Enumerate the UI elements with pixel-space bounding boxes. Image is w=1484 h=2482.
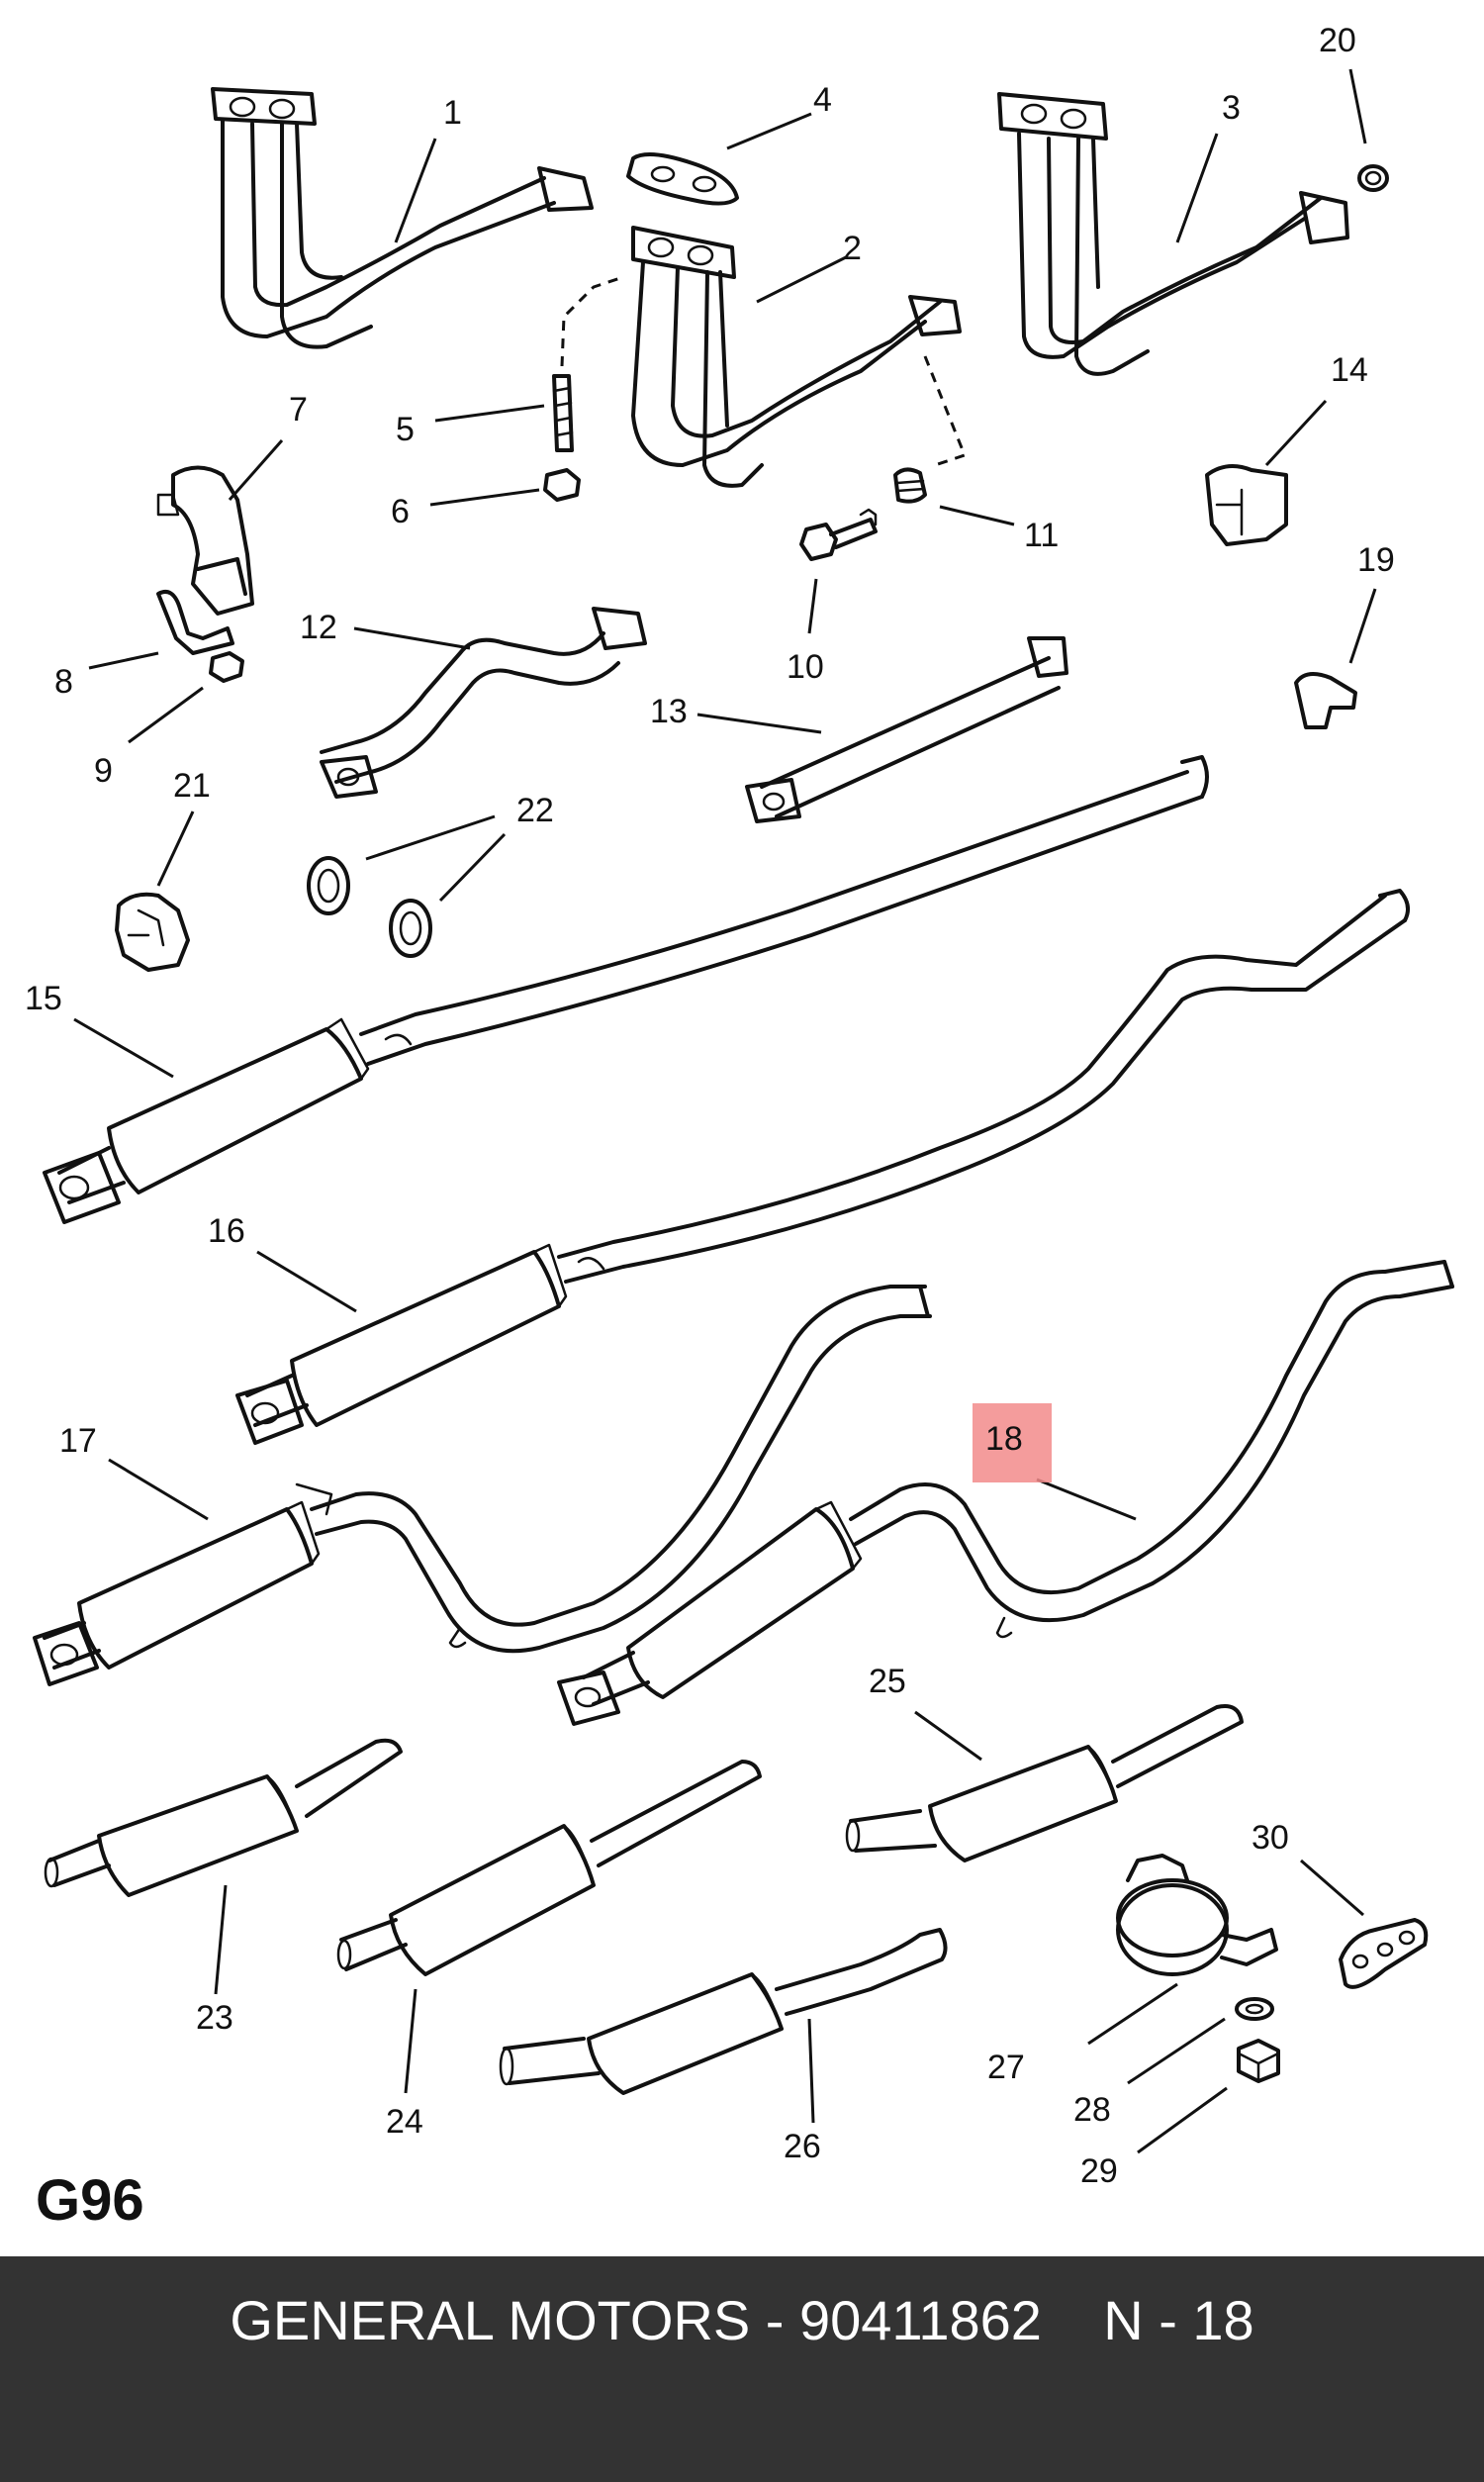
callout-5[interactable]: 5 xyxy=(396,411,415,448)
part-20-sealing-ring[interactable] xyxy=(1357,164,1389,192)
callout-28[interactable]: 28 xyxy=(1073,2091,1111,2129)
callout-3[interactable]: 3 xyxy=(1222,89,1241,127)
callout-4[interactable]: 4 xyxy=(813,81,832,119)
callout-18[interactable]: 18 xyxy=(985,1420,1023,1458)
part-28-washer[interactable] xyxy=(1235,1997,1274,2021)
callout-13[interactable]: 13 xyxy=(650,693,688,730)
highlight-box-18 xyxy=(973,1403,1052,1482)
part-1-exhaust-manifold[interactable] xyxy=(211,87,594,349)
callout-2[interactable]: 2 xyxy=(843,230,862,267)
callout-7[interactable]: 7 xyxy=(289,391,308,429)
callout-16[interactable]: 16 xyxy=(208,1212,245,1250)
callout-labels: 1 2 3 4 5 6 7 8 9 10 11 12 13 14 15 16 1… xyxy=(25,22,1395,2190)
callout-14[interactable]: 14 xyxy=(1331,351,1368,389)
part-9-nut[interactable] xyxy=(209,651,244,683)
part-17-exhaust-system[interactable] xyxy=(33,1285,932,1686)
part-24-silencer[interactable] xyxy=(336,1760,762,1976)
callout-30[interactable]: 30 xyxy=(1252,1819,1289,1857)
part-21-rubber-bush[interactable] xyxy=(115,892,190,972)
callout-20[interactable]: 20 xyxy=(1319,22,1356,59)
callout-24[interactable]: 24 xyxy=(386,2103,423,2141)
footer-part-number-text: GENERAL MOTORS - 90411862 N - 18 xyxy=(230,2288,1254,2351)
part-27-clamp[interactable] xyxy=(1116,1854,1278,1976)
part-4-gasket[interactable] xyxy=(626,152,739,206)
part-6-nut[interactable] xyxy=(543,468,581,502)
callout-27[interactable]: 27 xyxy=(987,2049,1025,2086)
part-30-rubber-hanger[interactable] xyxy=(1339,1918,1429,1989)
part-3-exhaust-manifold[interactable] xyxy=(997,92,1349,376)
callout-10[interactable]: 10 xyxy=(787,648,824,686)
callout-11[interactable]: 11 xyxy=(1024,517,1059,554)
callout-23[interactable]: 23 xyxy=(196,1999,233,2037)
part-19-clamp[interactable] xyxy=(1294,672,1357,729)
part-12-front-pipe[interactable] xyxy=(320,607,647,799)
part-13-intermediate-pipe[interactable] xyxy=(745,636,1068,823)
part-11-spring[interactable] xyxy=(893,467,927,504)
callout-1[interactable]: 1 xyxy=(443,94,462,132)
part-23-silencer[interactable] xyxy=(44,1738,403,1897)
callout-17[interactable]: 17 xyxy=(59,1422,97,1460)
callout-26[interactable]: 26 xyxy=(784,2128,821,2165)
leader-lines xyxy=(73,68,1377,2154)
catalog-group-code: G96 xyxy=(36,2168,144,2233)
callout-22[interactable]: 22 xyxy=(516,792,554,829)
part-18-exhaust-system[interactable] xyxy=(557,1260,1454,1726)
exhaust-system-diagram: 1 2 3 4 5 6 7 8 9 10 11 12 13 14 15 16 1… xyxy=(25,22,1454,2190)
callout-19[interactable]: 19 xyxy=(1357,541,1395,579)
part-29-nut[interactable] xyxy=(1237,2039,1280,2083)
part-10-bolt[interactable] xyxy=(799,508,878,561)
callout-9[interactable]: 9 xyxy=(94,752,113,790)
part-25-silencer[interactable] xyxy=(845,1704,1244,1862)
part-16-exhaust-system[interactable] xyxy=(235,889,1411,1445)
callout-8[interactable]: 8 xyxy=(54,663,73,701)
part-15-exhaust-system[interactable] xyxy=(43,755,1209,1224)
callout-6[interactable]: 6 xyxy=(391,493,410,530)
part-7-bracket[interactable] xyxy=(156,465,254,616)
callout-25[interactable]: 25 xyxy=(869,1663,906,1700)
callout-29[interactable]: 29 xyxy=(1080,2152,1118,2190)
part-22-gasket[interactable] xyxy=(307,856,432,958)
part-5-stud[interactable] xyxy=(552,374,574,452)
callout-21[interactable]: 21 xyxy=(173,767,211,805)
part-26-silencer[interactable] xyxy=(499,1928,948,2095)
callout-15[interactable]: 15 xyxy=(25,980,62,1017)
part-2-exhaust-manifold[interactable] xyxy=(631,226,962,488)
footer-bar: GENERAL MOTORS - 90411862 N - 18 xyxy=(0,2256,1484,2482)
callout-12[interactable]: 12 xyxy=(300,609,337,646)
part-8-clamp[interactable] xyxy=(156,589,234,655)
part-14-rubber-mount[interactable] xyxy=(1205,464,1288,546)
